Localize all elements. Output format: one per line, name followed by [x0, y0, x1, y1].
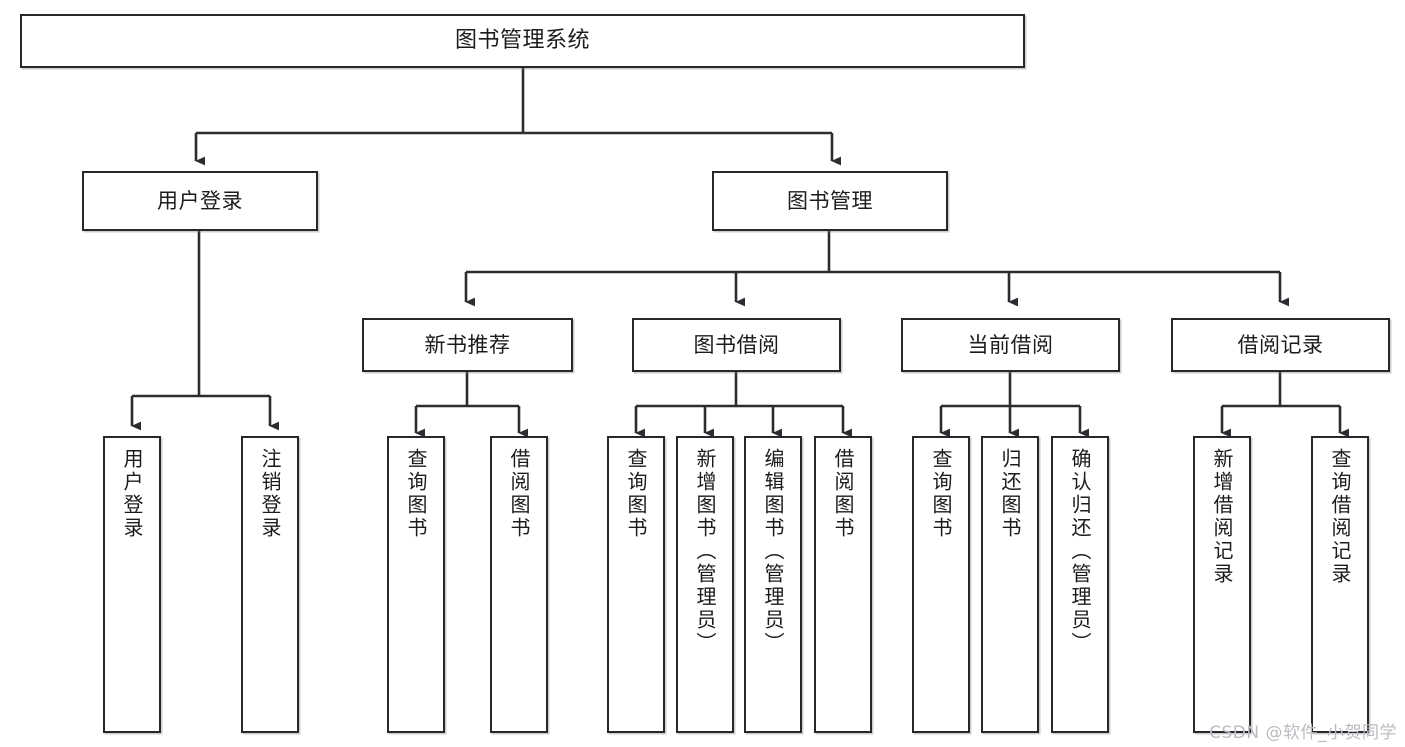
node-label: 图书借阅	[693, 332, 780, 357]
leaf-recommend-borrow-book[interactable]: 借阅图书	[490, 436, 548, 733]
node-label: 确认归还（管理员）	[1068, 448, 1092, 655]
csdn-watermark: CSDN @软件_小贺同学	[1209, 723, 1397, 743]
leaf-borrow-edit-book-admin[interactable]: 编辑图书（管理员）	[744, 436, 802, 733]
leaf-borrow-borrow-book[interactable]: 借阅图书	[814, 436, 872, 733]
node-label: 查询图书	[624, 448, 648, 540]
node-label: 当前借阅	[967, 332, 1054, 357]
node-book-borrow[interactable]: 图书借阅	[632, 318, 841, 372]
node-label: 查询借阅记录	[1328, 448, 1352, 586]
leaf-recommend-query-book[interactable]: 查询图书	[387, 436, 445, 733]
node-current-borrow[interactable]: 当前借阅	[901, 318, 1120, 372]
node-label: 图书管理	[787, 188, 873, 213]
node-label: 用户登录	[120, 448, 144, 540]
leaf-record-add-borrow-record[interactable]: 新增借阅记录	[1193, 436, 1251, 733]
node-label: 借阅图书	[831, 448, 855, 540]
node-label: 图书管理系统	[454, 28, 590, 54]
node-label: 查询图书	[404, 448, 428, 540]
node-new-book-recommend[interactable]: 新书推荐	[362, 318, 573, 372]
node-label: 归还图书	[998, 448, 1022, 540]
leaf-logout[interactable]: 注销登录	[241, 436, 299, 733]
node-label: 编辑图书（管理员）	[761, 448, 785, 655]
leaf-borrow-query-book[interactable]: 查询图书	[607, 436, 665, 733]
node-label: 注销登录	[258, 448, 282, 540]
leaf-record-query-borrow-record[interactable]: 查询借阅记录	[1311, 436, 1369, 733]
node-label: 新增借阅记录	[1210, 448, 1234, 586]
node-label: 借阅图书	[507, 448, 531, 540]
leaf-current-confirm-return-admin[interactable]: 确认归还（管理员）	[1051, 436, 1109, 733]
leaf-borrow-add-book-admin[interactable]: 新增图书（管理员）	[676, 436, 734, 733]
node-label: 借阅记录	[1237, 332, 1324, 357]
node-label: 新增图书（管理员）	[693, 448, 717, 655]
node-label: 用户登录	[157, 188, 243, 213]
node-book-management[interactable]: 图书管理	[712, 171, 948, 231]
leaf-current-query-book[interactable]: 查询图书	[912, 436, 970, 733]
node-root-system[interactable]: 图书管理系统	[20, 14, 1025, 68]
node-label: 新书推荐	[424, 332, 511, 357]
leaf-current-return-book[interactable]: 归还图书	[981, 436, 1039, 733]
node-borrow-record[interactable]: 借阅记录	[1171, 318, 1390, 372]
node-user-login[interactable]: 用户登录	[82, 171, 318, 231]
node-label: 查询图书	[929, 448, 953, 540]
leaf-user-login[interactable]: 用户登录	[103, 436, 161, 733]
